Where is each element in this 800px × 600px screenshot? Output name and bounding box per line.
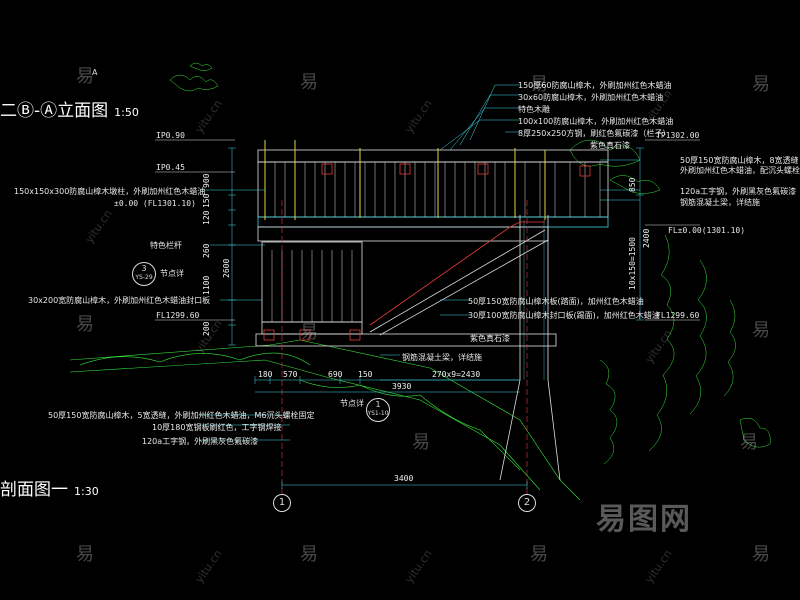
dim-v-left: 260 [202, 243, 211, 258]
dim-total-mid: 3930 [392, 382, 412, 391]
label-right: 外刷加州红色木蜡油，配沉头螺栓固定 [680, 166, 800, 175]
label-bottom: 50厚150宽防腐山樟木，5宽透缝，外刷加州红色木蜡油，M6沉头螺栓固定 [48, 411, 315, 420]
level-left-bottom: FL1299.60 [156, 311, 200, 320]
elevation-title: 二Ⓑ-Ⓐ立面图 1:50 [0, 96, 139, 121]
detail-ref-2: 1 YS1-10 [366, 398, 390, 422]
label-bottom: 10厚180宽钢板刷红色，工字钢焊接 [152, 423, 282, 432]
label-top-right: 150厚60防腐山樟木，外刷加州红色木蜡油 [518, 81, 672, 90]
dim-upper: 570 [283, 370, 298, 379]
watermark-char: 易 [740, 432, 758, 453]
label-top-right: 100x100防腐山樟木，外刷加州红色木蜡油 [518, 117, 674, 126]
dim-v-right: 10x150=1500 [628, 237, 637, 290]
watermark-char: 易 [412, 432, 430, 453]
detail-ref-1-bottom: YS-29 [135, 274, 153, 281]
watermark-char: 易 [752, 74, 770, 95]
detail-ref-1: 3 YS-29 [132, 262, 156, 286]
deck-structure [155, 84, 700, 495]
dim-v-left: 2600 [222, 258, 231, 278]
label-left: 特色栏杆 [150, 241, 182, 250]
label-right: 120a工字钢，外刷黑灰色氟碳漆 [680, 187, 797, 196]
watermark-char: 易 [300, 322, 318, 343]
watermark-char: 易 [76, 314, 94, 335]
level-top-left: IP0.90 [156, 131, 185, 140]
elevation-scale: 1:50 [114, 106, 139, 119]
dim-v-left: 1100 [202, 275, 211, 295]
label-left: 150x150x300防腐山樟木墩柱，外刷加州红色木蜡油 [14, 187, 206, 196]
label-bottom: 钢筋混凝土梁，详结施 [402, 353, 482, 362]
detail-ref-1-caption: 节点详 [160, 269, 184, 278]
watermark-logo: 易图网 [596, 502, 692, 537]
label-top-right: 紫色真石漆 [590, 141, 630, 150]
watermark-char: 易 [76, 66, 94, 87]
dim-v-right: 2400 [642, 228, 651, 248]
dim-upper: 690 [328, 370, 343, 379]
level-right-top: TP1302.00 [656, 131, 700, 140]
dim-stair: 270x9=2430 [432, 370, 481, 379]
dim-total-bottom: 3400 [394, 474, 414, 483]
label-left: 30x200宽防腐山樟木，外刷加州红色木蜡油封口板 [28, 296, 211, 305]
label-bottom: 120a工字钢，外刷黑灰色氟碳漆 [142, 437, 259, 446]
watermark-char: 易 [530, 544, 548, 565]
dim-v-right: 850 [628, 177, 637, 192]
detail-ref-2-top: 1 [375, 400, 381, 409]
dim-v-left: 900 [202, 173, 211, 188]
dim-upper: 180 [258, 370, 273, 379]
watermark-char: 易 [76, 544, 94, 565]
elevation-title-text: 二Ⓑ-Ⓐ立面图 [0, 101, 109, 121]
watermark-char: 易 [752, 544, 770, 565]
axis-a-marker: A [92, 68, 98, 77]
dim-v-left: 120 [202, 210, 211, 225]
axis-bubble-1: 1 [273, 494, 291, 512]
level-right-bottom: FL1299.60 [656, 311, 700, 320]
axis-bubble-2: 2 [518, 494, 536, 512]
level-right-mid: FL±0.00(1301.10) [668, 226, 746, 235]
label-stair: 30厚100宽防腐山樟木封口板(踢面)，加州红色木蜡油 [468, 311, 660, 320]
detail-ref-1-top: 3 [141, 264, 147, 273]
dim-v-left: 150 [202, 193, 211, 208]
label-top-right: 特色木雕 [518, 105, 550, 114]
watermark-char: 易 [752, 320, 770, 341]
level-mid-left: IP0.45 [156, 163, 185, 172]
label-stair: 紫色真石漆 [470, 334, 510, 343]
section-title-text: 剖面图一 [0, 480, 68, 500]
detail-ref-2-caption: 节点详 [340, 399, 364, 408]
watermark-char: 易 [300, 72, 318, 93]
level-left-zero: ±0.00 (FL1301.10) [114, 199, 196, 208]
label-right: 钢筋混凝土梁，详结施 [680, 198, 760, 207]
watermark-char: 易 [300, 544, 318, 565]
label-top-right: 30x60防腐山樟木，外刷加州红色木蜡油 [518, 93, 664, 102]
label-right: 50厚150宽防腐山樟木，8宽透缝 [680, 156, 799, 165]
vegetation [169, 62, 771, 465]
label-stair: 50厚150宽防腐山樟木板(踏面)，加州红色木蜡油 [468, 297, 644, 306]
section-scale: 1:30 [74, 485, 99, 498]
dim-upper: 150 [358, 370, 373, 379]
detail-ref-2-bottom: YS1-10 [367, 410, 389, 417]
section-title: 剖面图一 1:30 [0, 475, 99, 500]
label-top-right: 8厚250x250方钢，刷红色氟碳漆（栏子） [518, 129, 671, 138]
watermark-char: 易 [530, 74, 548, 95]
